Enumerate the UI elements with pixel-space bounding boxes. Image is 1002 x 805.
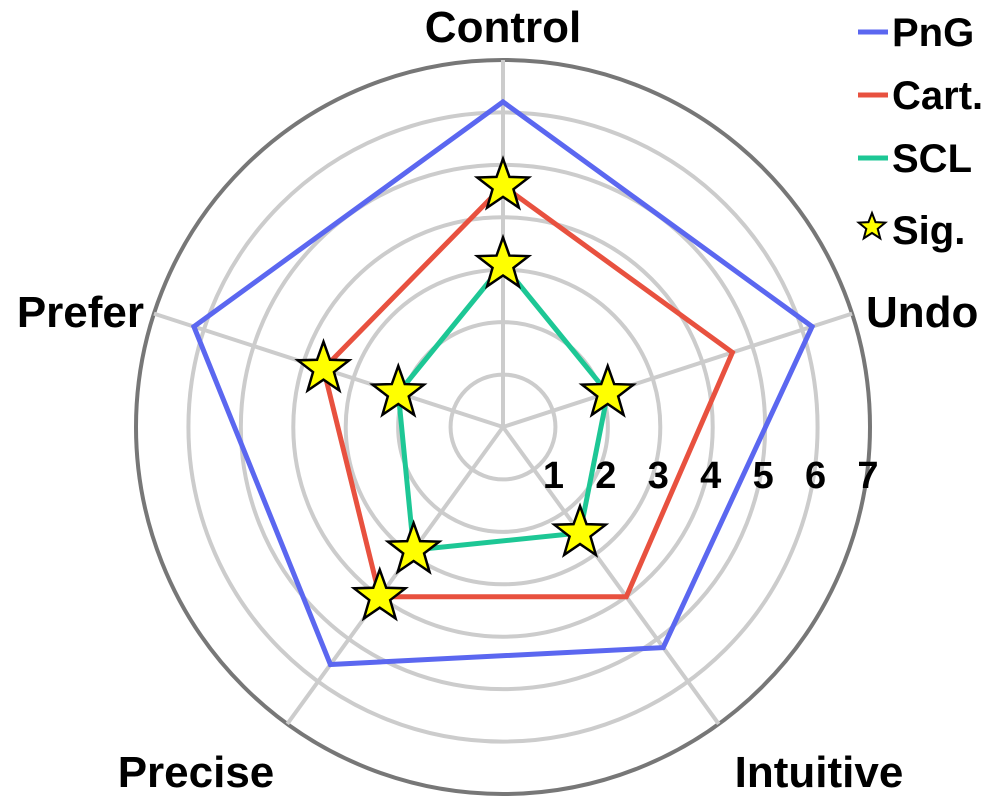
legend-label-sig: Sig. — [892, 209, 965, 253]
tick-label: 1 — [543, 455, 564, 497]
legend-star-shape — [856, 210, 888, 241]
tick-label: 6 — [805, 455, 826, 497]
axis-label-control: Control — [425, 3, 581, 52]
series-line-png — [190, 98, 816, 668]
series-line-scl — [395, 260, 611, 553]
significance-star — [369, 362, 428, 418]
grid-spoke — [285, 425, 505, 726]
significance-star — [473, 155, 533, 211]
significance-star — [550, 502, 610, 558]
legend-label-cart: Cart. — [892, 74, 983, 118]
significance-star — [384, 519, 443, 575]
tick-label: 4 — [700, 455, 721, 497]
axis-label-intuitive: Intuitive — [735, 748, 904, 797]
legend-label-scl: SCL — [892, 137, 972, 181]
series-line-cart — [320, 182, 736, 600]
tick-label: 2 — [595, 455, 616, 497]
legend: PnG Cart. SCL Sig. — [856, 11, 983, 253]
tick-label: 7 — [857, 455, 878, 497]
tick-label: 3 — [648, 455, 669, 497]
tick-label: 5 — [753, 455, 774, 497]
significance-star — [578, 362, 637, 418]
axis-label-precise: Precise — [118, 748, 275, 797]
axis-label-prefer: Prefer — [17, 288, 144, 337]
legend-star-icon — [856, 210, 888, 241]
significance-star — [350, 565, 409, 622]
grid-spoke — [502, 311, 853, 429]
significance-star — [473, 233, 533, 290]
grid-spoke — [501, 425, 721, 726]
significance-markers — [294, 155, 637, 622]
legend-item-png: PnG — [858, 11, 974, 55]
significance-star — [294, 337, 353, 394]
legend-item-sig: Sig. — [856, 209, 965, 253]
axis-labels: Control Undo Intuitive Precise Prefer — [17, 3, 979, 797]
legend-item-cart: Cart. — [858, 74, 983, 118]
legend-item-scl: SCL — [858, 137, 972, 181]
radar-series — [190, 98, 816, 668]
axis-label-undo: Undo — [866, 288, 978, 337]
legend-label-png: PnG — [892, 11, 974, 55]
